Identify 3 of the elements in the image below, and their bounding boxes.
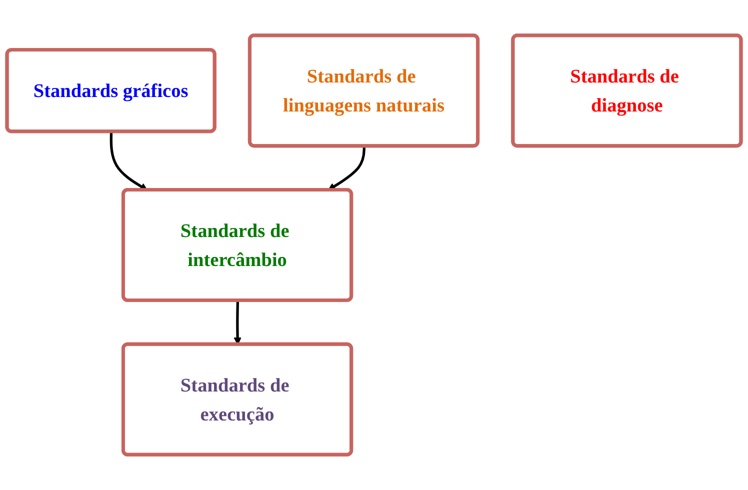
arrow	[328, 146, 366, 191]
arrow	[110, 132, 148, 191]
arrow	[234, 300, 242, 345]
